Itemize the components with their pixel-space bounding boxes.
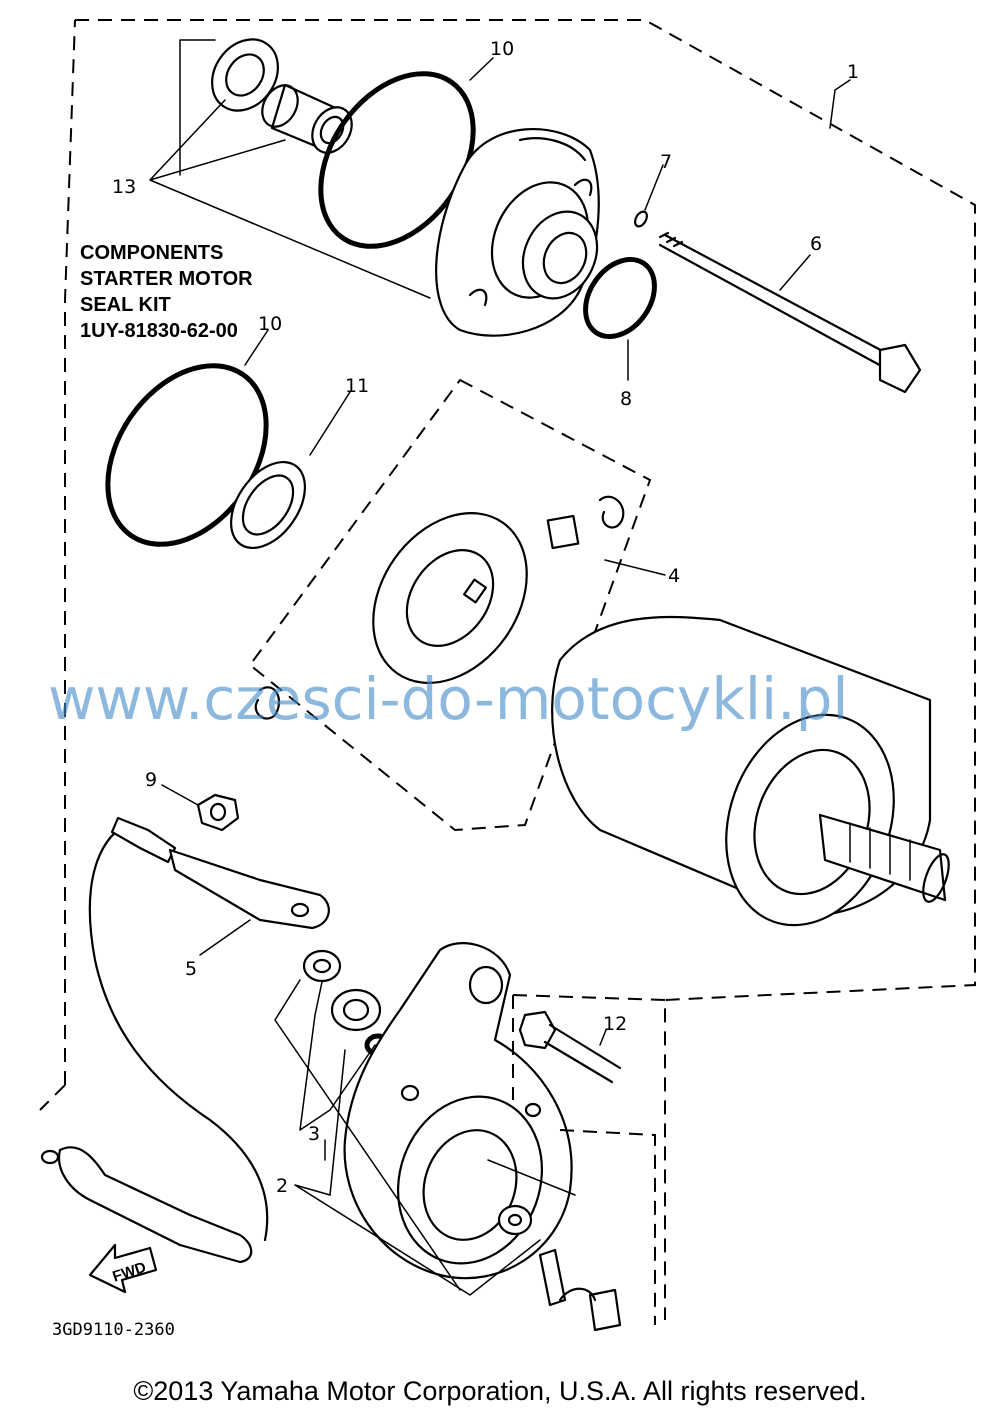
brush-holder-boundary [248,378,652,832]
figure-code: 3GD9110-2360 [52,1320,175,1340]
callout-7: 7 [660,151,672,173]
needle-bearing [261,83,353,154]
callout-4: 4 [668,565,680,587]
front-cover [435,128,600,337]
seal-kit-note-line-3: SEAL KIT [80,294,171,316]
callout-6: 6 [810,233,822,255]
callout-5: 5 [185,958,197,980]
assembly-boundary [39,19,976,1320]
seal-kit-note-line-2: STARTER MOTOR [80,268,253,290]
callout-12: 12 [603,1013,627,1035]
fwd-arrow: FWD [88,1243,158,1294]
nut-9 [196,793,240,832]
callout-9: 9 [145,769,157,791]
seal-kit-note: COMPONENTS STARTER MOTOR SEAL KIT 1UY-81… [80,240,253,344]
callout-2: 2 [276,1175,288,1197]
seal-kit-note-line-4: 1UY-81830-62-00 [80,320,238,342]
seal-kit-note-line-1: COMPONENTS [80,242,224,264]
brush-spring-top [598,495,625,529]
terminal-bolt [538,1248,622,1332]
copyright-notice: ©2013 Yamaha Motor Corporation, U.S.A. A… [133,1376,867,1406]
brush-spring-bottom [254,686,281,720]
washer-11 [229,460,307,550]
watermark: www.czesci-do-motocykli.pl [48,665,849,733]
callout-13: 13 [112,176,136,198]
small-o-ring [634,210,648,228]
bolt-12-boundary [512,994,666,1325]
terminal-cap [40,1146,253,1264]
rear-cover [343,942,573,1280]
insulator-washers [302,949,392,1057]
callout-11: 11 [345,375,369,397]
o-ring-8 [583,257,657,339]
callout-3: 3 [308,1123,320,1145]
lead-wire [88,816,330,1242]
leader-lines [149,57,851,1296]
callout-10-lower: 10 [258,313,282,335]
callout-1: 1 [847,61,859,83]
bolt-12 [518,1010,622,1084]
brush-plate [372,512,528,684]
callout-8: 8 [620,388,632,410]
through-bolt [658,231,922,394]
seal-kit-bracket [179,39,216,176]
brush [546,514,580,550]
callout-10-upper: 10 [490,38,514,60]
yoke-armature [551,615,950,927]
